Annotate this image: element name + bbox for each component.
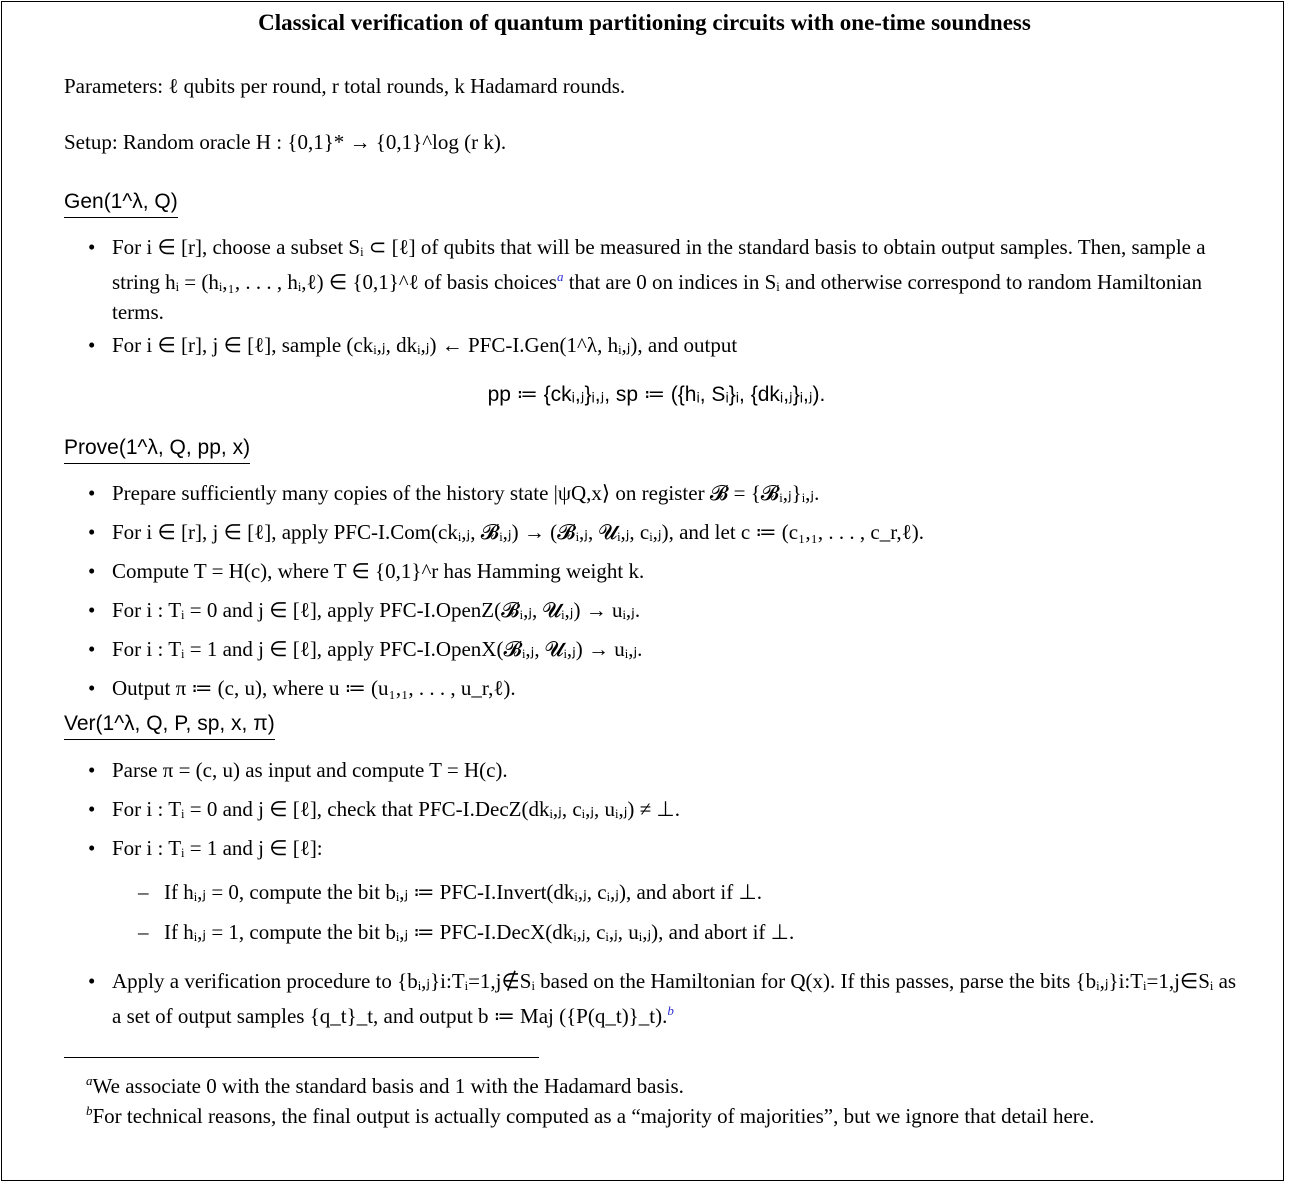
ver-sub-1: –If hᵢ,ⱼ = 0, compute the bit bᵢ,ⱼ ≔ PFC… (138, 880, 763, 904)
ver-item-3: •For i : Tᵢ = 1 and j ∈ [ℓ]: (88, 836, 323, 860)
prove-item-6: •Output π ≔ (c, u), where u ≔ (u₁,₁, . .… (88, 676, 516, 700)
ver-item-4: •Apply a verification procedure to {bᵢ,ⱼ… (88, 969, 1237, 1028)
footnote-b: bFor technical reasons, the final output… (86, 1103, 1095, 1128)
prove-item-5: •For i : Tᵢ = 1 and j ∈ [ℓ], apply PFC-I… (88, 637, 643, 661)
gen-bullet-2: •For i ∈ [r], j ∈ [ℓ], sample (ckᵢ,ⱼ, dk… (88, 333, 738, 357)
gen-bullet-1: • For i ∈ [r], choose a subset Sᵢ ⊂ [ℓ] … (88, 235, 1206, 324)
prove-item-4: •For i : Tᵢ = 0 and j ∈ [ℓ], apply PFC-I… (88, 598, 641, 622)
figure-title: Classical verification of quantum partit… (258, 10, 1031, 35)
ver-sub-2: –If hᵢ,ⱼ = 1, compute the bit bᵢ,ⱼ ≔ PFC… (138, 920, 795, 944)
parameters-line: Parameters: ℓ qubits per round, r total … (64, 74, 626, 98)
footnote-marker-b[interactable]: b (667, 1003, 674, 1018)
ver-heading: Ver(1^λ, Q, P, sp, x, π) (64, 712, 275, 740)
prove-item-2: •For i ∈ [r], j ∈ [ℓ], apply PFC-I.Com(c… (88, 520, 924, 544)
gen-equation: pp ≔ {ckᵢ,ⱼ}ᵢ,ⱼ, sp ≔ ({hᵢ, Sᵢ}ᵢ, {dkᵢ,ⱼ… (487, 383, 826, 406)
footnote-marker-a[interactable]: a (556, 269, 564, 284)
setup-line: Setup: Random oracle H : {0,1}* → {0,1}^… (64, 130, 507, 154)
ver-item-2: •For i : Tᵢ = 0 and j ∈ [ℓ], check that … (88, 797, 680, 821)
prove-item-1: •Prepare sufficiently many copies of the… (88, 481, 820, 505)
prove-item-3: •Compute T = H(c), where T ∈ {0,1}^r has… (88, 559, 645, 583)
ver-item-1: •Parse π = (c, u) as input and compute T… (88, 758, 508, 782)
footnote-a: aWe associate 0 with the standard basis … (86, 1073, 684, 1098)
footnote-rule (64, 1057, 539, 1058)
gen-heading: Gen(1^λ, Q) (64, 190, 178, 218)
prove-heading: Prove(1^λ, Q, pp, x) (64, 436, 251, 464)
